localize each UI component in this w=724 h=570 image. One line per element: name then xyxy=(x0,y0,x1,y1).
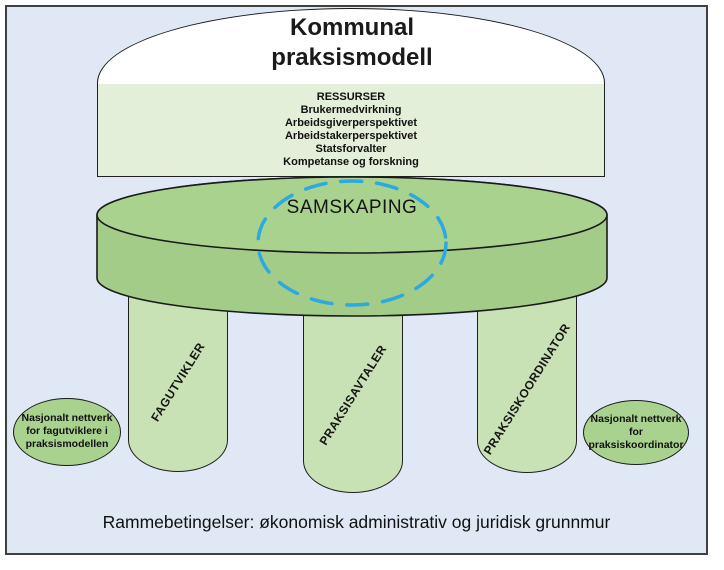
resources-heading: RESSURSER xyxy=(316,91,386,103)
network-left-line: for fagutviklere i xyxy=(26,425,108,437)
resource-item: Arbeidstakerperspektivet xyxy=(284,130,418,142)
foundation-text: Rammebetingelser: økonomisk administrati… xyxy=(102,512,611,532)
network-right-line: praksiskoordinator xyxy=(588,439,684,451)
resource-item: Kompetanse og forskning xyxy=(283,156,419,168)
dome-shape xyxy=(97,8,607,84)
pillar-praksisavtaler: PRAKSISAVTALER xyxy=(303,300,403,493)
network-right-line: for xyxy=(629,426,643,438)
page-title: Kommunal praksismodell xyxy=(97,13,607,73)
resources-box: RESSURSER Brukermedvirkning Arbeidsgiver… xyxy=(97,83,605,177)
samskaping-dashed-circle xyxy=(256,179,448,307)
tabletop-disk-top xyxy=(96,176,608,254)
resource-item: Brukermedvirkning xyxy=(300,104,402,116)
samskaping-label: SAMSKAPING xyxy=(286,197,418,218)
resource-item: Arbeidsgiverperspektivet xyxy=(284,117,418,129)
network-ellipse-right: Nasjonalt nettverk for praksiskoordinato… xyxy=(583,400,689,465)
network-ellipse-left: Nasjonalt nettverk for fagutviklere i pr… xyxy=(13,398,121,466)
page-title-line2: praksismodell xyxy=(271,44,433,71)
pillar-praksiskoordinator: PRAKSISKOORDINATOR xyxy=(477,292,577,473)
network-left-line: Nasjonalt nettverk xyxy=(21,412,113,424)
pillar-fagutvikler: FAGUTVIKLER xyxy=(128,292,228,472)
page-title-line1: Kommunal xyxy=(289,14,414,41)
network-left-line: praksismodellen xyxy=(25,438,109,450)
network-right-line: Nasjonalt nettverk xyxy=(590,413,682,425)
resource-item: Statsforvalter xyxy=(315,143,387,155)
